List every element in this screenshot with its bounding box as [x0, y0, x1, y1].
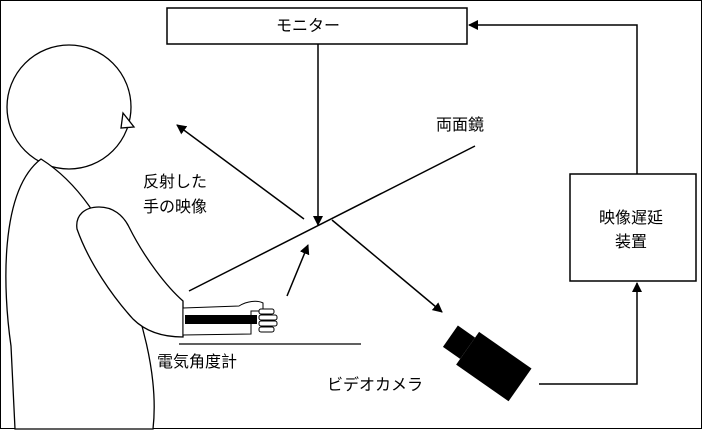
- person-nose: [120, 111, 136, 129]
- double-sided-mirror: [188, 145, 476, 292]
- hand-to-mirror-arrow: [286, 244, 310, 297]
- reflection-to-eye-arrow: [176, 124, 305, 220]
- reflected-image-label-line1: 反射した: [143, 172, 208, 191]
- video-camera-icon: [442, 325, 532, 402]
- camera-to-delay-arrow: [539, 282, 642, 385]
- mirror-to-camera-arrow: [331, 219, 443, 313]
- video-camera-label: ビデオカメラ: [327, 375, 424, 394]
- delay-to-monitor-arrow: [468, 20, 638, 174]
- goniometer-label: 電気角度計: [157, 352, 238, 371]
- goniometer-band: [185, 315, 257, 324]
- reflected-image-label-line2: 手の映像: [143, 197, 208, 216]
- mirror-label: 両面鏡: [436, 115, 485, 134]
- person-head: [6, 44, 132, 170]
- delay-device-label-line1: 映像遅延: [599, 208, 664, 227]
- monitor-label: モニター: [276, 16, 341, 35]
- delay-device-label-line2: 装置: [615, 232, 648, 251]
- delay-device-box-shape: [569, 173, 697, 282]
- monitor-box-shape: [166, 7, 468, 45]
- person-arm: [76, 206, 184, 338]
